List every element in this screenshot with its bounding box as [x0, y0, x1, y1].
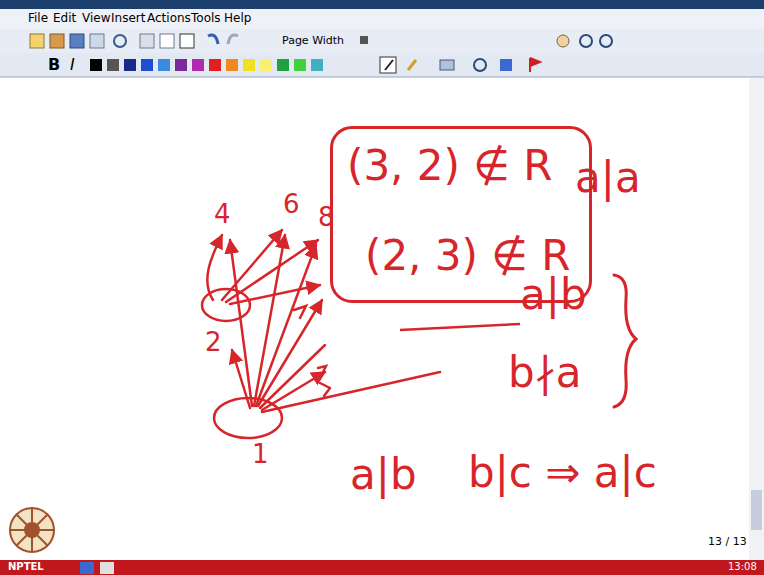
clock: 13:08	[728, 561, 757, 572]
math-note: b∤a	[508, 350, 581, 396]
math-statement: (2, 3) ∉ R	[365, 233, 575, 279]
pen-stroke	[400, 324, 520, 330]
brace	[614, 275, 636, 407]
math-statement: (3, 2) ∉ R	[347, 143, 575, 189]
menu-item: View	[82, 12, 110, 25]
math-note: b|c ⇒ a|c	[468, 450, 657, 496]
menu-item: Actions	[147, 12, 191, 25]
vertex-label: 4	[214, 200, 231, 229]
scrollbar	[749, 78, 764, 560]
taskbar-button	[80, 562, 94, 574]
taskbar-button	[100, 562, 114, 574]
menu-bar	[0, 9, 764, 29]
nptel-logo	[10, 508, 54, 552]
toolbar-icons	[30, 34, 612, 48]
taskbar	[0, 560, 764, 575]
logo-text: NPTEL	[8, 561, 44, 572]
vertex-label: 6	[283, 190, 300, 219]
title-bar	[0, 0, 764, 9]
zoom-select: Page Width	[282, 35, 344, 47]
rounded-box: (3, 2) ∉ R (2, 3) ∉ R	[330, 126, 592, 303]
menu-item: Edit	[53, 12, 76, 25]
vertex-label: 2	[205, 328, 222, 357]
color-swatches	[90, 57, 540, 73]
math-note: a|a	[575, 155, 641, 201]
page-counter: 13 / 13	[708, 536, 747, 548]
scroll-thumb	[751, 490, 762, 530]
toolbar-border	[0, 77, 764, 78]
vertex-label: 1	[252, 440, 269, 469]
toolbar	[0, 29, 764, 53]
math-note: a|b	[350, 452, 417, 498]
menu-item: Help	[224, 12, 251, 25]
menu-item: Tools	[191, 12, 221, 25]
toolbar	[0, 53, 764, 77]
bold-button: B	[48, 56, 60, 74]
menu-item: Insert	[111, 12, 145, 25]
menu-item: File	[28, 12, 48, 25]
italic-button: I	[70, 56, 75, 74]
